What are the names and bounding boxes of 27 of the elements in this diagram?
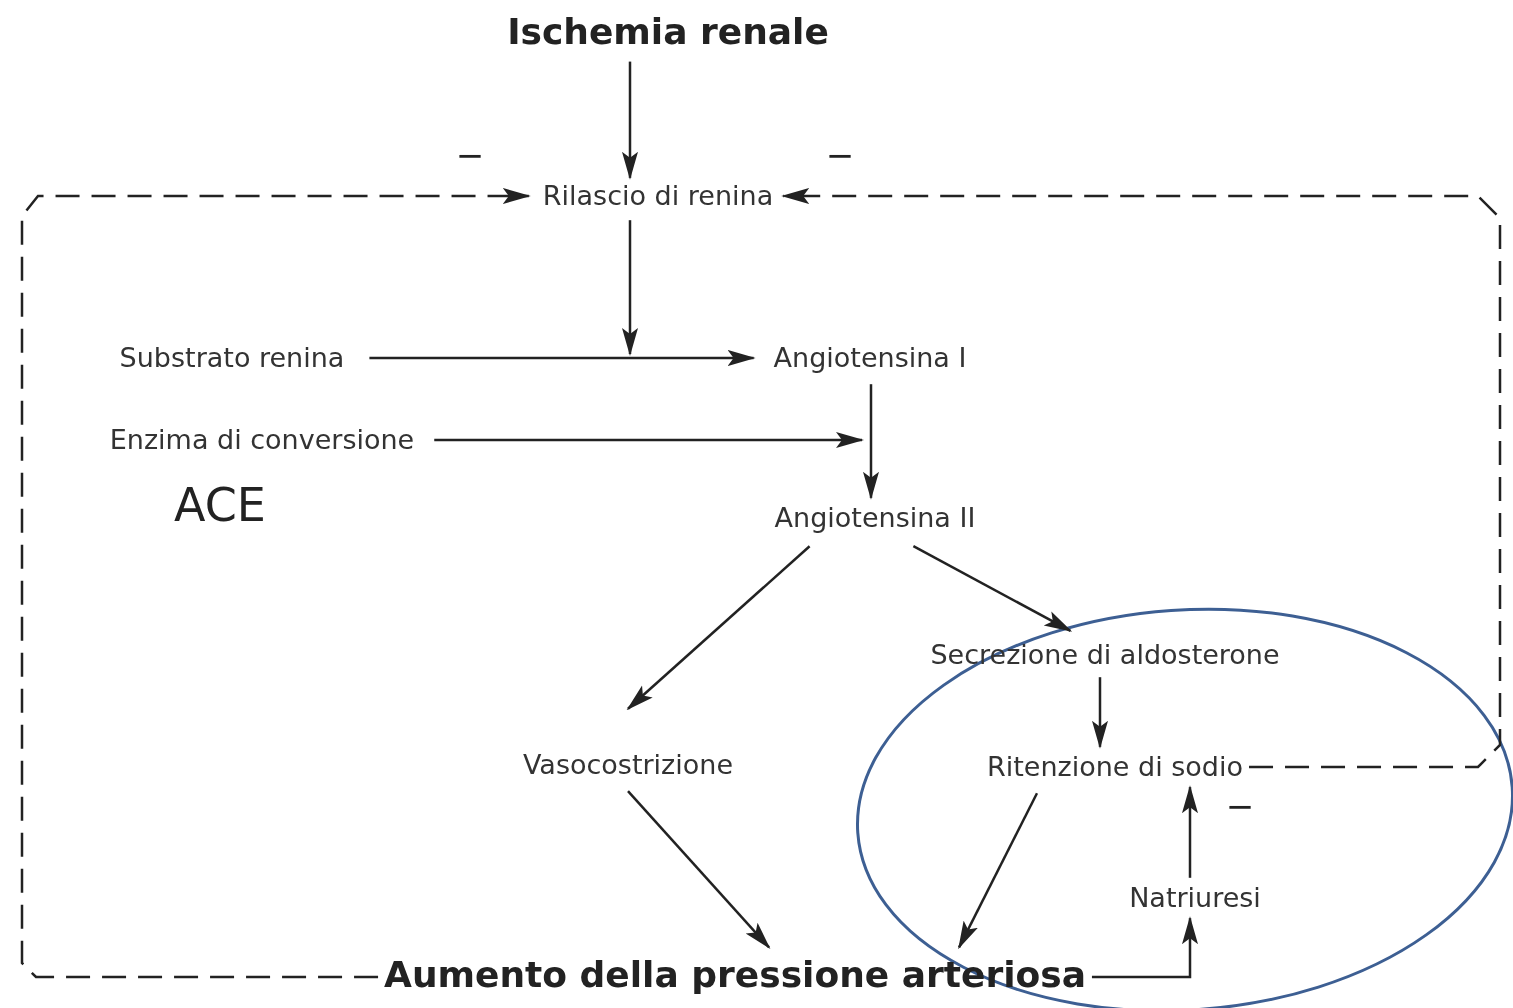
arrow (912, 545, 1073, 632)
step-text: Vasocostrizione (523, 748, 733, 782)
arrow (1182, 785, 1198, 878)
step-text: Angiotensina II (774, 501, 976, 535)
feedback-arrow (781, 188, 1502, 769)
feedback-arrow (20, 188, 531, 979)
minus-sign: − (825, 135, 855, 175)
arrow (1091, 916, 1198, 979)
arrow (434, 432, 864, 448)
step-text: Rilascio di renina (542, 179, 774, 213)
arrow (622, 220, 638, 356)
arrow (369, 350, 756, 366)
arrow (622, 61, 638, 180)
minus-sign: − (1225, 786, 1255, 826)
arrow (626, 545, 811, 711)
arrow (863, 384, 879, 500)
arrow (957, 792, 1039, 950)
step-text: Substrato renina (119, 341, 345, 375)
step-text: Angiotensina I (773, 341, 967, 375)
arrow (627, 790, 771, 949)
heading-text: Ischemia renale (507, 10, 829, 54)
arrow (1092, 677, 1108, 749)
step-text: Ritenzione di sodio (987, 750, 1243, 784)
minus-sign: − (455, 135, 485, 175)
step-text: Enzima di conversione (109, 423, 415, 457)
step-text: Natriuresi (1129, 881, 1261, 915)
enzyme-label: ACE (174, 478, 266, 532)
